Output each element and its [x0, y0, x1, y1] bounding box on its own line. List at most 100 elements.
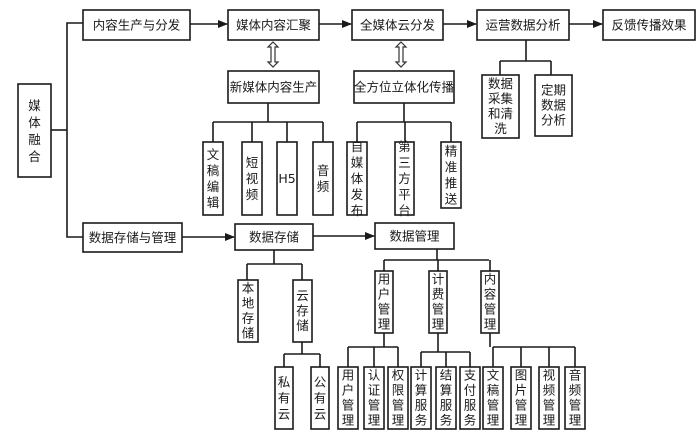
new-media-leaf-3-frame [312, 141, 334, 216]
management-leaf-2-2-frame [538, 366, 560, 430]
data-management-box: 数据管理 [374, 222, 455, 250]
local-storage-box-frame [237, 279, 259, 343]
omni-media-cloud-distribution-box: 全媒体云分发 [351, 9, 444, 41]
data-management-child-2-label: 内容管理 [484, 272, 497, 332]
media-content-aggregation-box-frame [227, 9, 320, 41]
management-leaf-1-2: 支付服务 [459, 366, 481, 430]
dissemination-leaf-0-label: 自媒体发布 [351, 139, 364, 218]
new-media-leaf-3: 音频 [312, 141, 334, 216]
management-leaf-2-0: 文稿管理 [482, 366, 504, 430]
cloud-storage-box-label: 云存储 [296, 288, 309, 333]
omni-media-cloud-distribution-box-frame [351, 9, 444, 41]
data-collection-cleaning-box-frame [481, 74, 520, 139]
management-leaf-2-0-frame [482, 366, 504, 430]
operation-data-analysis-box: 运营数据分析 [476, 9, 570, 41]
periodic-data-analysis-box-label: 定期数据分析 [541, 83, 566, 128]
management-leaf-2-3: 音频管理 [564, 366, 586, 430]
connector-lines [51, 20, 603, 367]
content-production-distribution-box-frame [82, 9, 191, 41]
diagram-nodes: 媒体融合 内容生产与分发 媒体内容汇聚全媒体云分发 运营数据分析 反馈传播效果新媒体内容… [17, 9, 696, 430]
private-cloud-box-frame [274, 366, 294, 430]
operation-data-analysis-box-frame [476, 9, 570, 41]
management-leaf-2-2: 视频管理 [538, 366, 560, 430]
operation-data-analysis-box-label: 运营数据分析 [485, 18, 560, 33]
new-media-leaf-1-label: 短视频 [246, 155, 259, 202]
aggregation-production-double-arrow [266, 41, 280, 68]
media-fusion-box-label: 媒体融合 [28, 98, 41, 164]
media-fusion-box-frame [17, 83, 52, 178]
management-leaf-1-1-label: 结算服务 [440, 368, 453, 428]
data-management-child-0: 用户管理 [374, 270, 394, 334]
all-round-dissemination-box: 全方位立体化传播 [353, 70, 455, 104]
media-content-aggregation-box: 媒体内容汇聚 [227, 9, 320, 41]
management-leaf-0-1-frame [363, 366, 385, 430]
management-leaf-1-2-frame [459, 366, 481, 430]
management-leaf-2-3-frame [564, 366, 586, 430]
management-leaf-2-1-frame [510, 366, 532, 430]
data-storage-management-box: 数据存储与管理 [82, 222, 183, 253]
private-cloud-box-label: 私有云 [278, 375, 291, 422]
management-leaf-2-3-label: 音频管理 [569, 368, 582, 428]
data-management-box-label: 数据管理 [389, 229, 440, 244]
new-media-leaf-2: H5 [276, 141, 298, 216]
data-storage-management-box-frame [82, 222, 183, 253]
data-management-child-1: 计费管理 [428, 270, 448, 334]
dissemination-leaf-2: 精准推送 [440, 141, 462, 209]
management-leaf-1-1: 结算服务 [435, 366, 457, 430]
media-fusion-box: 媒体融合 [17, 83, 52, 178]
data-management-box-frame [374, 222, 455, 250]
new-media-leaf-0-frame [202, 141, 224, 216]
management-leaf-0-2-label: 权限管理 [392, 368, 405, 428]
feedback-communication-effect-box-label: 反馈传播效果 [611, 18, 687, 33]
local-storage-box: 本地存储 [237, 279, 259, 343]
management-leaf-2-1: 图片管理 [510, 366, 532, 430]
new-media-leaf-2-label: H5 [278, 171, 295, 186]
data-management-child-2-frame [480, 270, 500, 334]
periodic-data-analysis-box-frame [534, 74, 573, 137]
local-storage-box-label: 本地存储 [242, 281, 255, 341]
distribution-dissemination-double-arrow [394, 41, 408, 68]
data-storage-box-label: 数据存储 [249, 230, 299, 245]
management-leaf-0-2: 权限管理 [387, 366, 409, 430]
management-leaf-0-0: 用户管理 [337, 366, 359, 430]
management-leaf-0-1-label: 认证管理 [368, 368, 381, 428]
management-leaf-0-0-frame [337, 366, 359, 430]
dissemination-leaf-1-frame [394, 141, 415, 216]
cloud-storage-box-frame [292, 279, 313, 343]
data-management-child-0-label: 用户管理 [378, 272, 391, 332]
data-storage-box-frame [234, 223, 314, 251]
data-collection-cleaning-box: 数据采集和清洗 [481, 74, 520, 139]
management-leaf-1-0-frame [410, 366, 432, 430]
new-media-leaf-0: 文稿编辑 [202, 141, 224, 216]
data-storage-management-box-label: 数据存储与管理 [89, 230, 177, 245]
public-cloud-box-label: 公有云 [314, 375, 327, 422]
new-media-leaf-2-frame [276, 141, 298, 216]
dissemination-leaf-0-frame [346, 141, 368, 216]
management-leaf-1-2-label: 支付服务 [464, 368, 477, 428]
content-production-distribution-box-label: 内容生产与分发 [93, 18, 181, 33]
new-media-leaf-0-label: 文稿编辑 [207, 147, 220, 210]
trunk-line [66, 22, 83, 238]
management-leaf-1-0: 计算服务 [410, 366, 432, 430]
new-media-production-box-label: 新媒体内容生产 [230, 80, 318, 95]
management-leaf-0-2-frame [387, 366, 409, 430]
new-media-leaf-1-frame [241, 141, 263, 216]
data-management-child-1-frame [428, 270, 448, 334]
private-cloud-box: 私有云 [274, 366, 294, 430]
periodic-data-analysis-box: 定期数据分析 [534, 74, 573, 137]
data-management-child-0-frame [374, 270, 394, 334]
dissemination-leaf-2-frame [440, 141, 462, 209]
content-production-distribution-box: 内容生产与分发 [82, 9, 191, 41]
dissemination-leaf-1: 第三方平台 [394, 139, 415, 218]
feedback-communication-effect-box: 反馈传播效果 [602, 9, 696, 41]
public-cloud-box: 公有云 [310, 366, 330, 430]
dissemination-leaf-2-label: 精准推送 [445, 144, 458, 207]
new-media-production-box: 新媒体内容生产 [227, 70, 320, 104]
all-round-dissemination-box-frame [353, 70, 455, 104]
data-collection-cleaning-box-label: 数据采集和清洗 [488, 76, 514, 136]
new-media-leaf-1: 短视频 [241, 141, 263, 216]
new-media-leaf-3-label: 音频 [317, 163, 330, 194]
management-leaf-1-0-label: 计算服务 [415, 368, 428, 428]
management-leaf-0-0-label: 用户管理 [342, 368, 355, 428]
